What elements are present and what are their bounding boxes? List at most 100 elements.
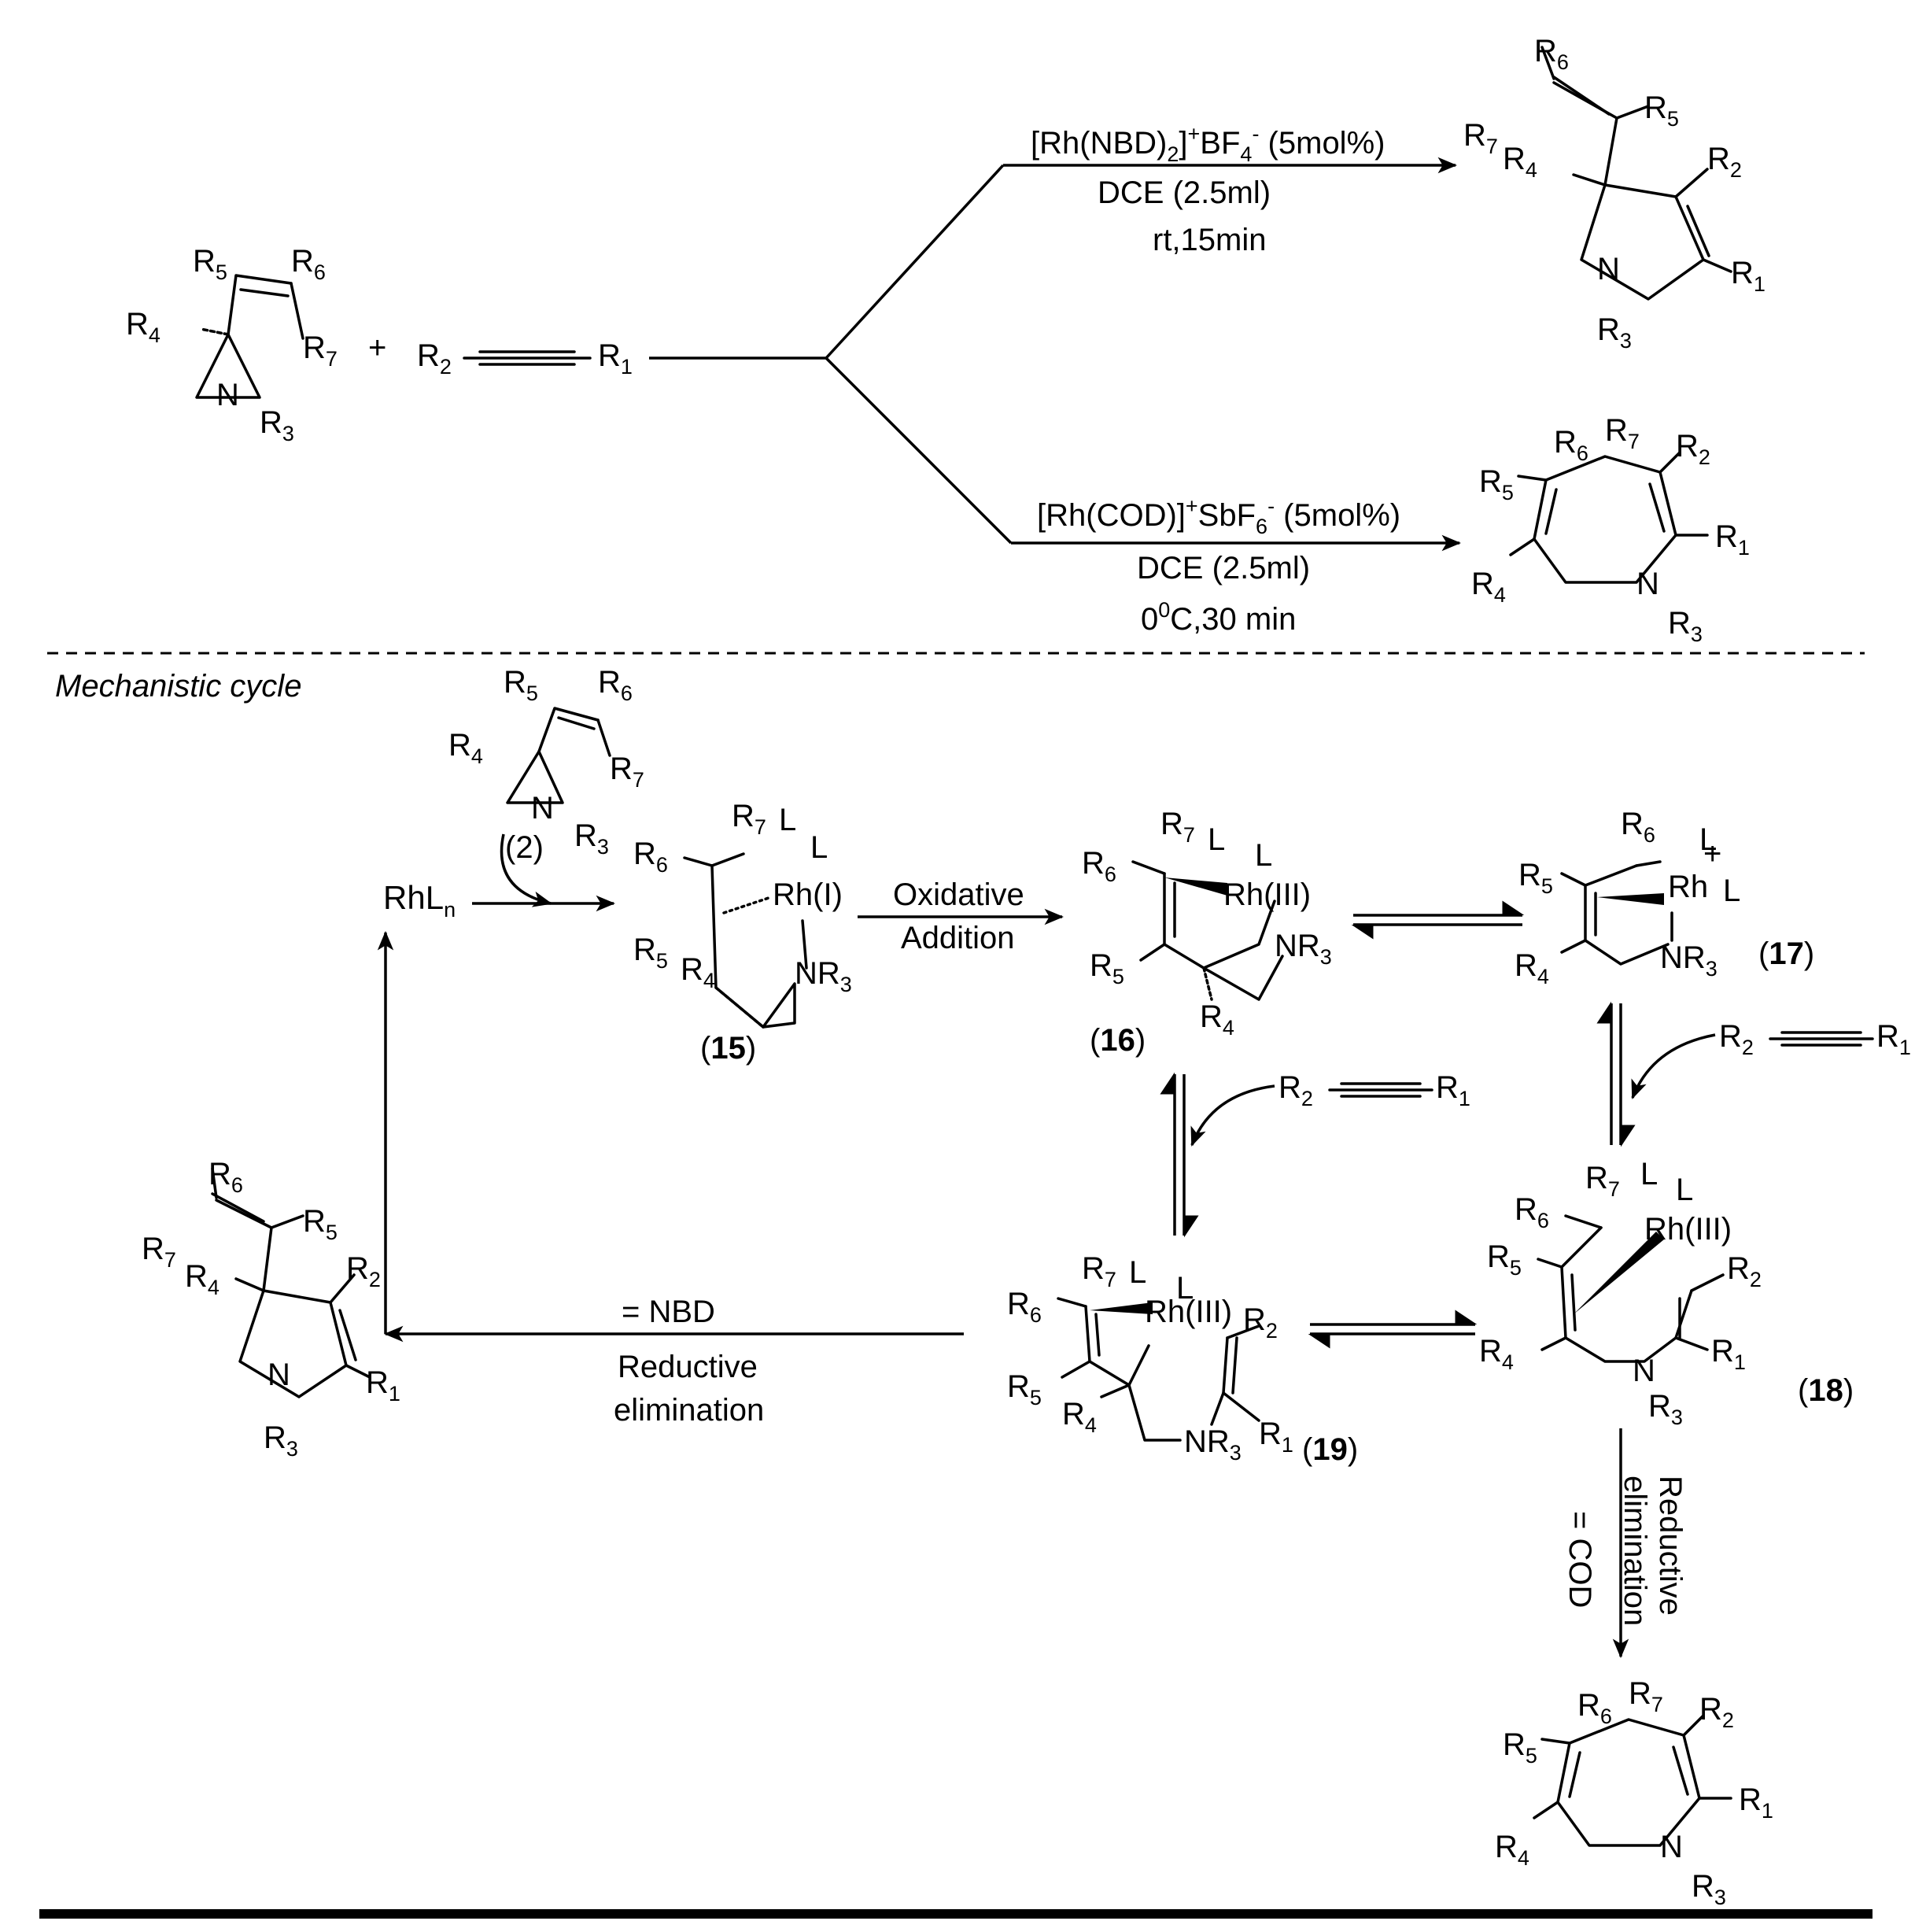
- plus-sign: +: [368, 331, 386, 365]
- vinyl-aziridine-substrate: R5 R6 R4 R7 N R3: [126, 244, 338, 445]
- svg-text:R4: R4: [681, 952, 715, 992]
- svg-text:R3: R3: [260, 405, 294, 445]
- equilibrium-19-18: [1308, 1310, 1478, 1349]
- equilibrium-17-18: [1596, 1001, 1636, 1147]
- complex-15: R7 L L R6 Rh(I) R5 R4 NR3 (15): [633, 799, 852, 1066]
- svg-text:R5: R5: [1518, 858, 1553, 898]
- cycle-title: Mechanistic cycle: [55, 669, 301, 704]
- svg-text:R1: R1: [598, 338, 633, 379]
- svg-text:[Rh(COD)]+SbF6- (5mol%): [Rh(COD)]+SbF6- (5mol%): [1037, 494, 1400, 538]
- reductive-elimination-nbd: = NBD Reductive elimination: [377, 930, 964, 1428]
- lower-conditions: [Rh(COD)]+SbF6- (5mol%) DCE (2.5ml) 00C,…: [1037, 494, 1400, 637]
- svg-text:NR3: NR3: [1184, 1424, 1242, 1465]
- svg-text:R7: R7: [1082, 1251, 1116, 1291]
- svg-text:Oxidative: Oxidative: [893, 877, 1024, 912]
- alkyne-reagent-16: R2 R1: [1190, 1070, 1470, 1147]
- svg-text:Addition: Addition: [901, 921, 1015, 955]
- svg-text:R6: R6: [1082, 846, 1116, 886]
- svg-text:00C,30 min: 00C,30 min: [1141, 598, 1296, 637]
- svg-text:(16): (16): [1090, 1023, 1146, 1058]
- svg-text:N: N: [1660, 1830, 1683, 1864]
- svg-text:R3: R3: [1668, 606, 1703, 646]
- svg-text:(15): (15): [700, 1031, 756, 1066]
- svg-text:R5: R5: [1503, 1727, 1537, 1768]
- svg-text:R4: R4: [1479, 1334, 1514, 1374]
- svg-text:R7: R7: [303, 331, 338, 371]
- svg-text:R7: R7: [1160, 807, 1195, 847]
- svg-text:R6: R6: [208, 1157, 243, 1197]
- svg-text:R4: R4: [1062, 1397, 1097, 1437]
- svg-text:R5: R5: [1479, 464, 1514, 504]
- svg-text:R1: R1: [1259, 1417, 1293, 1457]
- alkyne-reagent-17: R2 R1: [1631, 1019, 1911, 1099]
- svg-text:N: N: [268, 1358, 290, 1392]
- svg-text:(19): (19): [1302, 1432, 1358, 1467]
- svg-text:R2: R2: [1727, 1251, 1762, 1291]
- svg-text:= COD: = COD: [1563, 1511, 1597, 1608]
- svg-text:L: L: [1676, 1173, 1693, 1207]
- svg-text:R1: R1: [1715, 519, 1750, 560]
- svg-text:R7: R7: [1629, 1676, 1663, 1716]
- svg-text:N: N: [216, 378, 239, 412]
- svg-text:R4: R4: [1471, 567, 1506, 607]
- svg-text:L: L: [1640, 1157, 1658, 1191]
- svg-text:R2: R2: [1719, 1019, 1754, 1059]
- svg-text:R2: R2: [1278, 1070, 1313, 1110]
- svg-text:R6: R6: [1554, 425, 1588, 465]
- svg-text:R6: R6: [633, 837, 668, 877]
- svg-text:R1: R1: [1711, 1334, 1746, 1374]
- equilibrium-16-17: [1351, 900, 1525, 940]
- svg-text:R6: R6: [1621, 807, 1655, 847]
- svg-text:(18): (18): [1798, 1373, 1854, 1408]
- complex-16: R7 L L R6 Rh(III) NR3 R5 R4 (16): [1082, 807, 1332, 1058]
- svg-text:Rh: Rh: [1668, 870, 1708, 904]
- svg-text:R4: R4: [126, 307, 160, 347]
- svg-text:NR3: NR3: [1275, 929, 1332, 969]
- svg-text:[Rh(NBD)2]+BF4- (5mol%): [Rh(NBD)2]+BF4- (5mol%): [1031, 122, 1385, 166]
- svg-text:R1: R1: [1436, 1070, 1470, 1110]
- svg-text:L: L: [1176, 1271, 1194, 1306]
- svg-text:R4: R4: [1495, 1830, 1529, 1870]
- svg-text:R4: R4: [448, 728, 483, 768]
- svg-text:(17): (17): [1758, 936, 1814, 971]
- svg-text:R5: R5: [1007, 1369, 1042, 1409]
- svg-text:R2: R2: [1676, 429, 1710, 469]
- svg-text:Reductive: Reductive: [1653, 1476, 1688, 1616]
- svg-text:R7: R7: [1585, 1161, 1620, 1201]
- svg-text:R5: R5: [504, 665, 538, 705]
- complex-18: R7 L L R6 Rh(III) R5 R2 R4 R1 N R3 (18): [1479, 1157, 1854, 1429]
- svg-text:R7: R7: [732, 799, 766, 839]
- oxidative-addition-step: Oxidative Addition: [858, 877, 1064, 955]
- svg-text:R5: R5: [303, 1204, 338, 1244]
- svg-text:R6: R6: [1534, 34, 1569, 74]
- svg-text:R4: R4: [1503, 142, 1537, 182]
- svg-text:R3: R3: [264, 1420, 298, 1461]
- svg-text:L: L: [779, 803, 796, 837]
- svg-text:(2): (2): [505, 830, 544, 865]
- svg-text:DCE (2.5ml): DCE (2.5ml): [1098, 175, 1271, 210]
- svg-text:R5: R5: [1487, 1239, 1522, 1280]
- svg-text:N: N: [1636, 567, 1659, 601]
- svg-text:N: N: [531, 791, 554, 826]
- svg-text:R2: R2: [417, 338, 452, 379]
- svg-text:L: L: [1255, 838, 1272, 873]
- svg-text:R5: R5: [1090, 948, 1124, 988]
- svg-text:R6: R6: [1007, 1287, 1042, 1327]
- svg-text:R1: R1: [1876, 1019, 1911, 1059]
- svg-text:L: L: [1208, 822, 1225, 857]
- svg-text:R3: R3: [1597, 312, 1632, 353]
- equilibrium-16-19: [1160, 1072, 1199, 1238]
- catalyst-rhln: RhLn: [383, 879, 456, 922]
- svg-text:L: L: [1129, 1255, 1146, 1290]
- reagent-2: R5 R6 R4 R7 N R3 (2): [448, 665, 644, 907]
- svg-text:R2: R2: [1243, 1302, 1278, 1343]
- svg-text:R7: R7: [1463, 118, 1498, 158]
- svg-text:Rh(III): Rh(III): [1644, 1212, 1732, 1247]
- svg-text:R4: R4: [185, 1259, 220, 1299]
- svg-text:R3: R3: [574, 818, 609, 859]
- complex-19: R7 L L R6 Rh(III) R2 R5 R4 NR3 R1 (19): [1007, 1251, 1358, 1467]
- svg-text:R1: R1: [1731, 256, 1766, 296]
- svg-text:N: N: [1597, 252, 1620, 286]
- svg-text:R4: R4: [1515, 948, 1549, 988]
